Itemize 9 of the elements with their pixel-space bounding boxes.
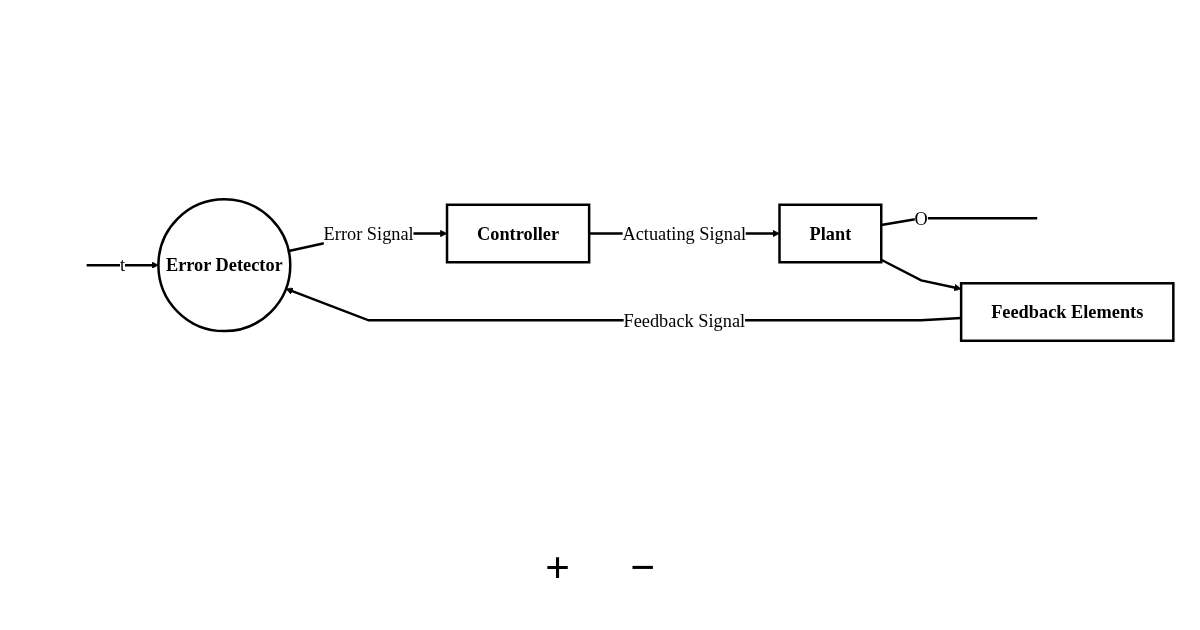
process-box: Plant bbox=[778, 203, 883, 264]
summing-junction: Error Detector bbox=[157, 198, 292, 333]
sign-label: + bbox=[544, 546, 570, 590]
arrow bbox=[880, 258, 962, 292]
arrow bbox=[86, 261, 159, 269]
process-box: Controller bbox=[445, 203, 591, 264]
line bbox=[881, 217, 1038, 227]
process-box: Feedback Elements bbox=[959, 282, 1175, 342]
sign-label: − bbox=[630, 546, 656, 590]
